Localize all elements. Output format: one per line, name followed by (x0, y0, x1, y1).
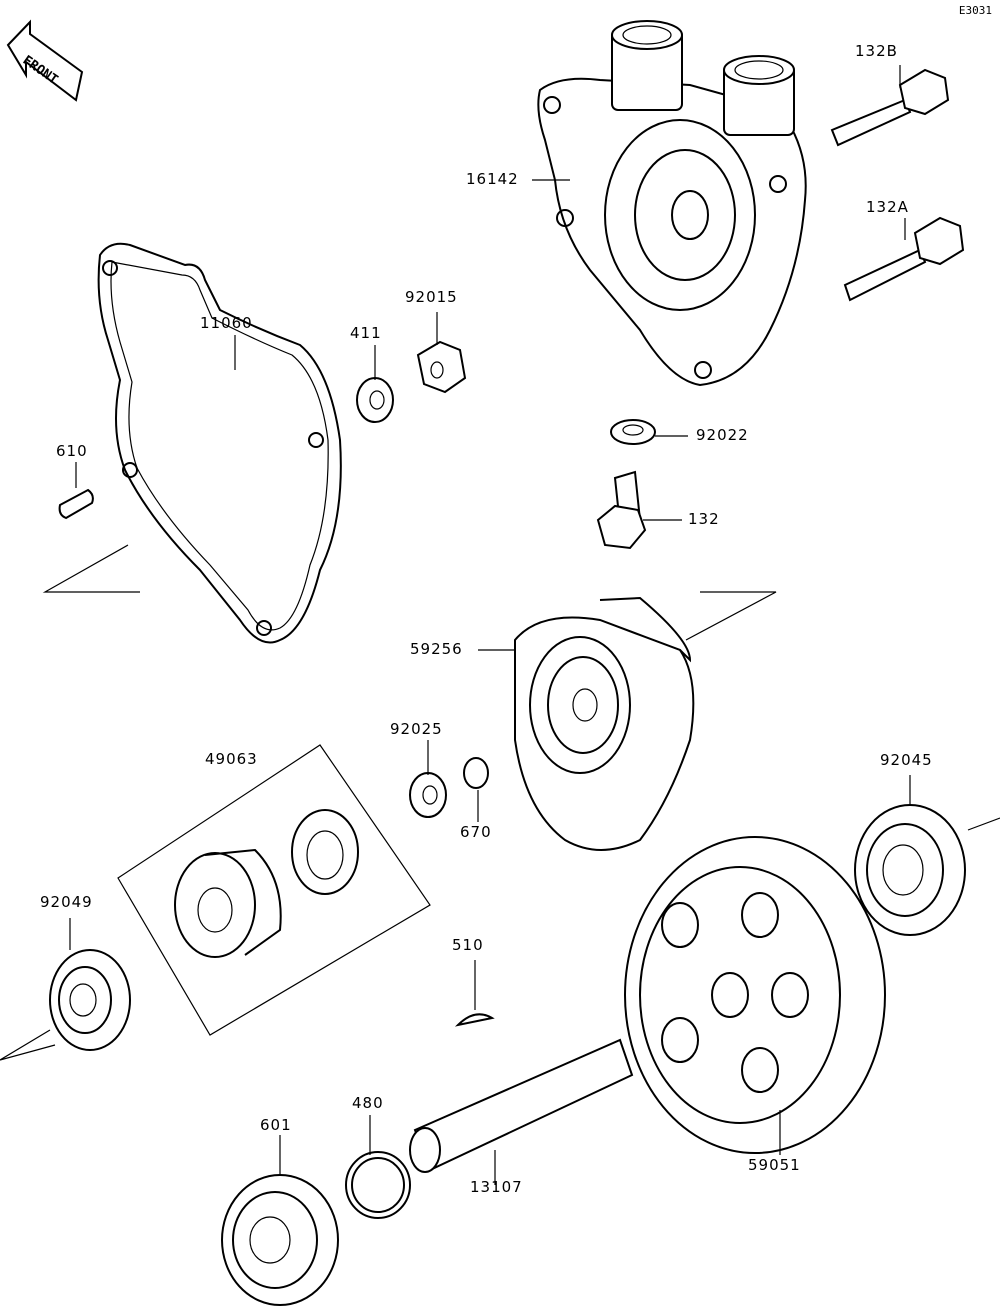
part-label-49063: 49063 (205, 750, 258, 768)
part-label-92045: 92045 (880, 751, 933, 769)
washer-411-part[interactable] (356, 377, 394, 423)
washer-92025-part[interactable] (409, 772, 447, 818)
oil-seal-assembly-part[interactable] (117, 744, 431, 1036)
part-label-92025: 92025 (390, 720, 443, 738)
nut-92015-part[interactable] (416, 340, 467, 394)
gasket-part[interactable] (97, 242, 342, 644)
bolt-132b-part[interactable] (830, 68, 950, 147)
pump-cover-part[interactable] (537, 20, 807, 387)
o-ring-670-part[interactable] (463, 757, 489, 789)
diagram-code: E3031 (958, 4, 992, 17)
shaft-13107-part[interactable] (409, 1038, 634, 1173)
circlip-480-part[interactable] (345, 1151, 411, 1219)
washer-92022-part[interactable] (610, 419, 656, 445)
part-label-480: 480 (352, 1094, 384, 1112)
part-label-92022: 92022 (696, 426, 749, 444)
part-label-601: 601 (260, 1116, 292, 1134)
part-label-670: 670 (460, 823, 492, 841)
gear-59051-part[interactable] (624, 836, 886, 1154)
part-label-132: 132 (688, 510, 720, 528)
pin-610-part[interactable] (58, 488, 94, 520)
part-label-11060: 11060 (200, 314, 253, 332)
bearing-601-part[interactable] (221, 1174, 339, 1306)
bearing-92049-part[interactable] (49, 949, 131, 1051)
part-label-132a: 132A (866, 198, 909, 216)
leader-lines (0, 65, 1000, 1185)
part-label-59256: 59256 (410, 640, 463, 658)
key-510-part[interactable] (454, 1013, 495, 1027)
impeller-housing-part[interactable] (514, 596, 695, 851)
front-arrow-icon: FRONT (6, 19, 84, 102)
part-label-92049: 92049 (40, 893, 93, 911)
part-label-59051: 59051 (748, 1156, 801, 1174)
part-label-411: 411 (350, 324, 382, 342)
part-label-92015: 92015 (405, 288, 458, 306)
part-label-16142: 16142 (466, 170, 519, 188)
bearing-92045-part[interactable] (854, 804, 966, 936)
part-label-510: 510 (452, 936, 484, 954)
bolt-132a-part[interactable] (843, 216, 965, 302)
bolt-132-part[interactable] (596, 470, 647, 550)
part-label-610: 610 (56, 442, 88, 460)
part-label-13107: 13107 (470, 1178, 523, 1196)
part-label-132b: 132B (855, 42, 898, 60)
